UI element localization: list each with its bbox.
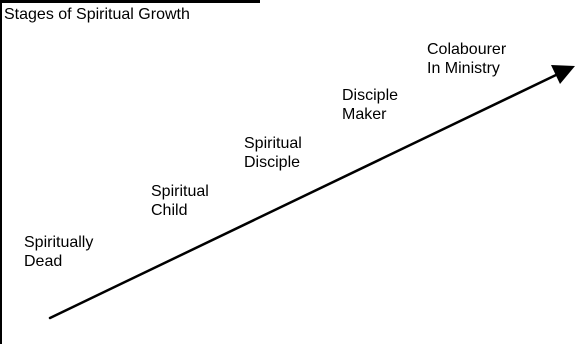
growth-arrow-head [551,65,575,84]
stage-spiritual-disciple: Spiritual Disciple [244,134,302,172]
stage-spiritually-dead: Spiritually Dead [24,233,93,271]
stage-label-line2: Maker [342,106,387,123]
stage-spiritual-child: Spiritual Child [151,182,209,220]
top-rule [0,0,260,3]
stage-label-line2: In Ministry [427,60,500,77]
diagram-title: Stages of Spiritual Growth [4,6,190,23]
left-border [0,0,2,344]
stage-label-line1: Spiritual [151,183,209,200]
stage-label-line2: Disciple [244,154,301,171]
stage-label-line1: Colabourer [427,41,507,58]
stage-label-line1: Spiritually [24,234,94,251]
stage-disciple-maker: Disciple Maker [342,86,398,124]
growth-arrow-line [48,73,558,320]
stage-label-line1: Disciple [342,87,399,104]
stage-label-line2: Dead [24,253,63,270]
stage-label-line1: Spiritual [244,135,302,152]
stage-label-line2: Child [151,202,188,219]
stage-colabourer-in-ministry: Colabourer In Ministry [427,40,506,78]
